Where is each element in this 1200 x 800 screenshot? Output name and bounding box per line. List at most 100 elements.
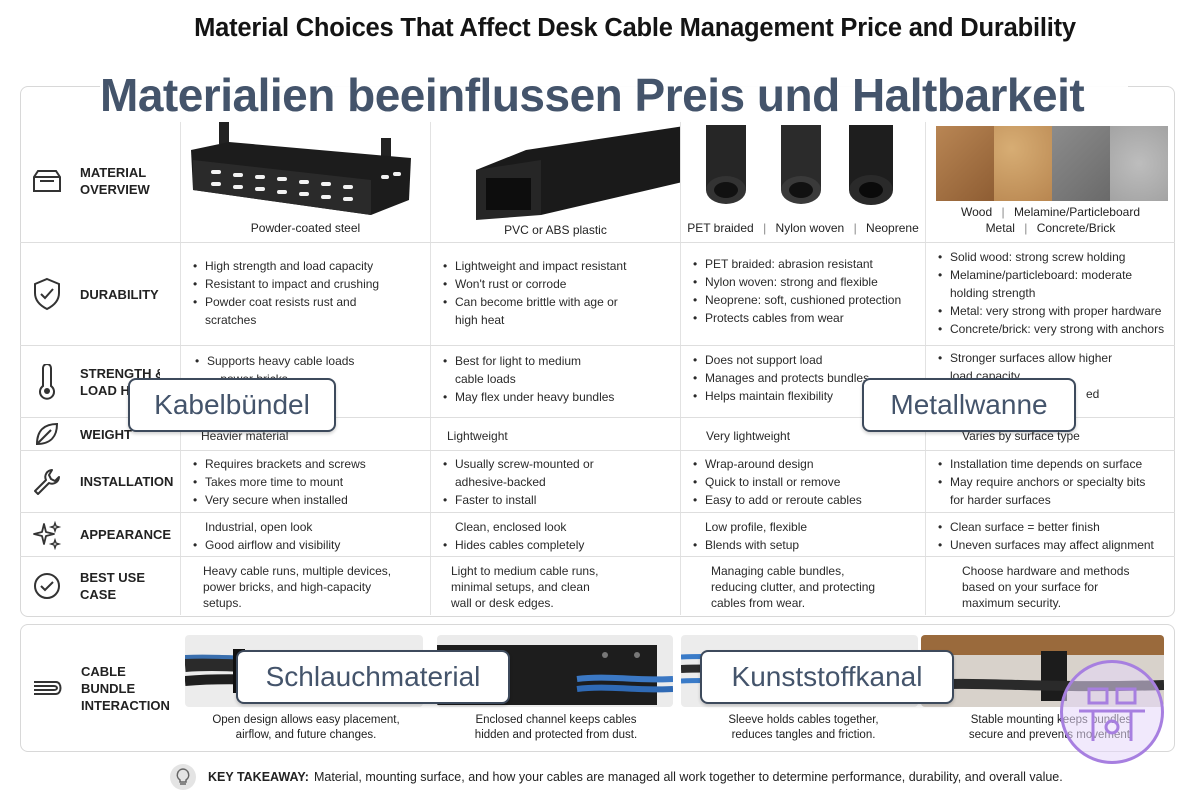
list-item: Low profile, flexible [705, 520, 808, 534]
text-line: airflow, and future changes. [235, 729, 377, 741]
list-item: cable loads [455, 372, 516, 386]
logo [1060, 660, 1164, 764]
lightbulb-icon [170, 764, 196, 790]
row-header: WEIGHT [20, 418, 180, 450]
caption-surfaces-1: Wood | Melamine/Particleboard [960, 205, 1140, 219]
list-item: Easy to add or reroute cables [691, 491, 862, 509]
caption-concrete: Concrete/Brick [1036, 221, 1116, 235]
row-header: MATERIAL OVERVIEW [20, 120, 180, 242]
text-line: wall or desk edges. [451, 596, 554, 610]
cell-sleeve-best-use: Managing cable bundles, reducing clutter… [680, 557, 925, 615]
list-item: Metal: very strong with proper hardware [936, 302, 1164, 320]
list-item: Very secure when installed [191, 491, 366, 509]
row-installation: INSTALLATION Requires brackets and screw… [20, 451, 1175, 513]
row-header: INSTALLATION [20, 451, 180, 512]
cell-surface-installation: Installation time depends on surface May… [925, 451, 1175, 512]
text-line: setups. [203, 596, 242, 610]
list-item: Clean, enclosed look [455, 520, 567, 534]
steel-tray-image [191, 122, 411, 215]
text-line: Enclosed channel keeps cables [475, 714, 637, 726]
row-header: DURABILITY [20, 243, 180, 345]
list-item: Can become brittle with age or [441, 293, 626, 311]
row-best-use: BEST USE CASE Heavy cable runs, multiple… [20, 557, 1175, 615]
shield-check-icon [28, 275, 66, 313]
particleboard-swatch [994, 126, 1052, 201]
bundle-caption: Enclosed channel keeps cables hidden and… [431, 713, 681, 743]
list-item: Powder coat resists rust and [191, 293, 379, 311]
row-label-line: STRENGTH & [80, 365, 160, 381]
cell-surface-durability: Solid wood: strong screw holding Melamin… [925, 243, 1175, 345]
list-item: Uneven surfaces may affect alignment [936, 536, 1154, 554]
list-item: Blends with setup [691, 536, 807, 554]
row-weight: WEIGHT Heavier material Lightweight Very… [20, 418, 1175, 451]
list-item: Requires brackets and screws [191, 455, 366, 473]
plastic-channel-image [476, 126, 681, 220]
row-strength: STRENGTH & LOAD HA Supports heavy cable … [20, 346, 1175, 418]
row-label: INSTALLATION [80, 474, 174, 489]
cell-plastic-best-use: Light to medium cable runs, minimal setu… [430, 557, 680, 615]
list-item: Wrap-around design [691, 455, 862, 473]
takeaway-label: KEY TAKEAWAY: [208, 770, 309, 784]
callout-metallwanne: Metallwanne [862, 378, 1076, 432]
caption-sleeves: PET braided | Nylon woven | Neoprene [687, 221, 919, 235]
wood-swatch [936, 126, 994, 201]
list-item: Helps maintain flexibility [691, 387, 869, 405]
list-item: Lightweight and impact resistant [441, 257, 626, 275]
list-item: May require anchors or specialty bits [936, 473, 1145, 491]
cell-sleeve-overview: PET braided | Nylon woven | Neoprene [680, 120, 925, 242]
row-appearance: APPEARANCE Industrial, open look Good ai… [20, 513, 1175, 557]
list-item: holding strength [950, 286, 1036, 300]
cell-plastic-appearance: Clean, enclosed look Hides cables comple… [430, 513, 680, 556]
row-label: MATERIAL OVERVIEW [80, 165, 150, 197]
list-item: Clean surface = better finish [936, 518, 1154, 536]
bundle-caption: Open design allows easy placement, airfl… [181, 713, 431, 743]
cell-plastic-strength: Best for light to medium cable loads May… [430, 346, 680, 417]
surface-swatches-image [936, 126, 1168, 201]
cell-surface-weight: Varies by surface type [925, 418, 1175, 450]
sleeve-image [706, 125, 893, 205]
cable-bundle-row: CABLE BUNDLE INTERACTION Open design all… [20, 624, 1175, 752]
list-item: high heat [455, 313, 505, 327]
list-item: Installation time depends on surface [936, 455, 1145, 473]
text-line: maximum security. [962, 596, 1062, 610]
list-item: PET braided: abrasion resistant [691, 255, 901, 273]
banner-backdrop [100, 70, 1128, 122]
text-line: power bricks, and high-capacity [203, 580, 372, 594]
row-label: BEST USE CASE [80, 570, 146, 602]
list-item: Nylon woven: strong and flexible [691, 273, 901, 291]
caption-nylon: Nylon woven [775, 221, 845, 235]
row-label-line: LOAD HA [80, 382, 140, 398]
caption-steel: Powder-coated steel [250, 221, 361, 235]
text-line: cables from wear. [711, 596, 806, 610]
caption-melamine: Melamine/Particleboard [1013, 205, 1140, 219]
text-line: Sleeve holds cables together, [728, 714, 879, 726]
cell-steel-appearance: Industrial, open look Good airflow and v… [180, 513, 430, 556]
row-label: APPEARANCE [80, 527, 172, 542]
callout-schlauchmaterial: Schlauchmaterial [236, 650, 510, 704]
cell-surface-best-use: Choose hardware and methods based on you… [925, 557, 1175, 615]
row-label-line: INTERACTION [81, 697, 170, 713]
cell-sleeve-weight: Very lightweight [680, 418, 925, 450]
list-item: May flex under heavy bundles [441, 388, 614, 406]
text-line: Light to medium cable runs, [451, 564, 599, 578]
list-item: Melamine/particleboard: moderate [936, 266, 1164, 284]
list-item: Good airflow and visibility [191, 536, 340, 554]
cell-plastic-installation: Usually screw-mounted or adhesive-backed… [430, 451, 680, 512]
list-item: Neoprene: soft, cushioned protection [691, 291, 901, 309]
row-material-overview: MATERIAL OVERVIEW Powder-coated steel PV… [20, 120, 1175, 243]
cell-surface-overview: Wood | Melamine/Particleboard Metal | Co… [925, 120, 1175, 242]
list-item: Resistant to impact and crushing [191, 275, 379, 293]
text-line: Choose hardware and methods [962, 564, 1130, 578]
list-item: for harder surfaces [950, 493, 1051, 507]
caption-metal: Metal [985, 221, 1015, 235]
row-label: STRENGTH & LOAD HA [80, 365, 160, 399]
list-item: Hides cables completely [441, 536, 584, 554]
text-line: Open design allows easy placement, [212, 714, 400, 726]
cell-plastic-durability: Lightweight and impact resistant Won't r… [430, 243, 680, 345]
list-item: Industrial, open look [205, 520, 313, 534]
list-item: ed [1086, 387, 1100, 401]
caption-wood: Wood [960, 205, 993, 219]
cell-text: Very lightweight [706, 429, 791, 443]
text-line: minimal setups, and clean [451, 580, 590, 594]
text-line: reducing clutter, and protecting [711, 580, 876, 594]
